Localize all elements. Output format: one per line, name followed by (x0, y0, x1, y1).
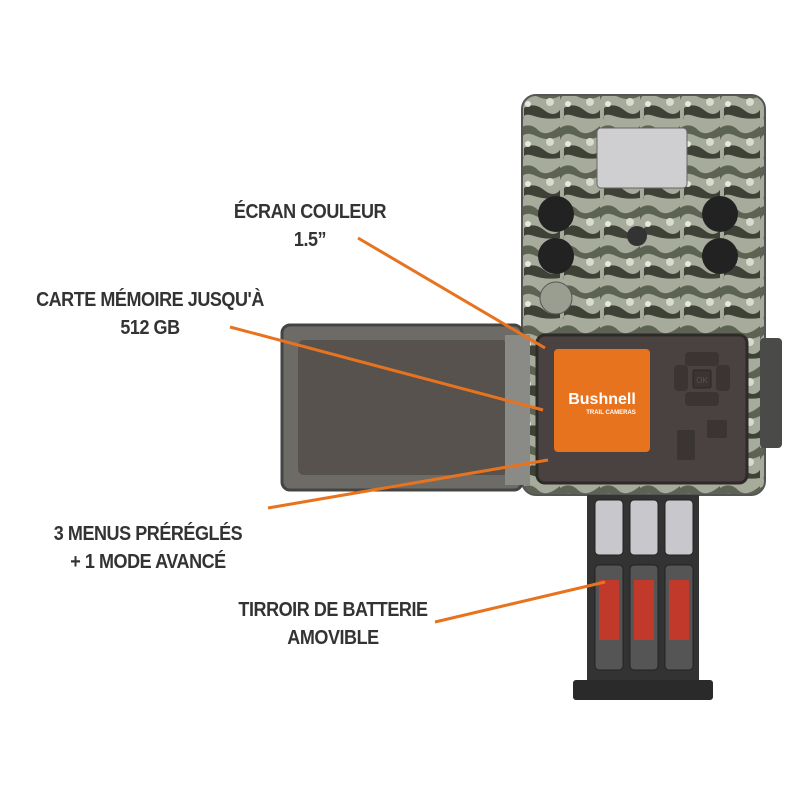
dpad-left-button[interactable] (674, 365, 688, 391)
callout-line-menus (267, 458, 549, 510)
callout-line-screen (357, 236, 546, 350)
callout-text: TIRROIR DE BATTERIE (238, 599, 428, 621)
side-latch (760, 338, 782, 448)
battery-label (634, 580, 654, 640)
battery-label (669, 580, 689, 640)
callout-text: + 1 MODE AVANCÉ (70, 551, 226, 573)
door-inner-panel (298, 340, 508, 475)
battery (594, 499, 624, 556)
brand-logo: Bushnell (568, 391, 636, 408)
callout-text: 512 GB (120, 317, 180, 339)
brand-subtitle: TRAIL CAMERAS (586, 410, 636, 416)
battery (629, 499, 659, 556)
battery-labels (599, 580, 689, 640)
callout-text: 3 MENUS PRÉRÉGLÉS (53, 523, 243, 545)
callout-text: 1.5” (293, 229, 327, 251)
callout-screen: ÉCRAN COULEUR 1.5” (220, 198, 400, 254)
callout-line-memory (229, 325, 544, 412)
callout-lines (229, 236, 606, 624)
ir-led (538, 196, 574, 232)
door-hinge (505, 335, 530, 485)
light-sensor (539, 281, 573, 315)
dpad-right-button[interactable] (716, 365, 730, 391)
dpad-up-button[interactable] (685, 352, 719, 366)
callout-line-battery (434, 580, 606, 624)
ir-led (702, 196, 738, 232)
pir-sensor (596, 127, 688, 189)
menu-button[interactable] (707, 420, 727, 438)
ok-button[interactable] (692, 369, 712, 389)
lens-icon (627, 226, 647, 246)
callout-text: CARTE MÉMOIRE JUSQU'À (36, 289, 264, 311)
callout-menus: 3 MENUS PRÉRÉGLÉS + 1 MODE AVANCÉ (40, 520, 256, 576)
battery (664, 499, 694, 556)
callout-text: AMOVIBLE (287, 627, 379, 649)
ok-label: OK (696, 376, 708, 385)
battery-tray-base (573, 680, 713, 700)
mode-switch[interactable] (677, 430, 695, 460)
dpad-down-button[interactable] (685, 392, 719, 406)
callout-battery: TIRROIR DE BATTERIE AMOVIBLE (225, 596, 441, 652)
ir-led (702, 238, 738, 274)
battery-label (599, 580, 619, 640)
color-screen (554, 349, 650, 452)
ir-led (538, 238, 574, 274)
callout-memory: CARTE MÉMOIRE JUSQU'À 512 GB (33, 286, 267, 342)
callout-text: ÉCRAN COULEUR (233, 201, 387, 223)
